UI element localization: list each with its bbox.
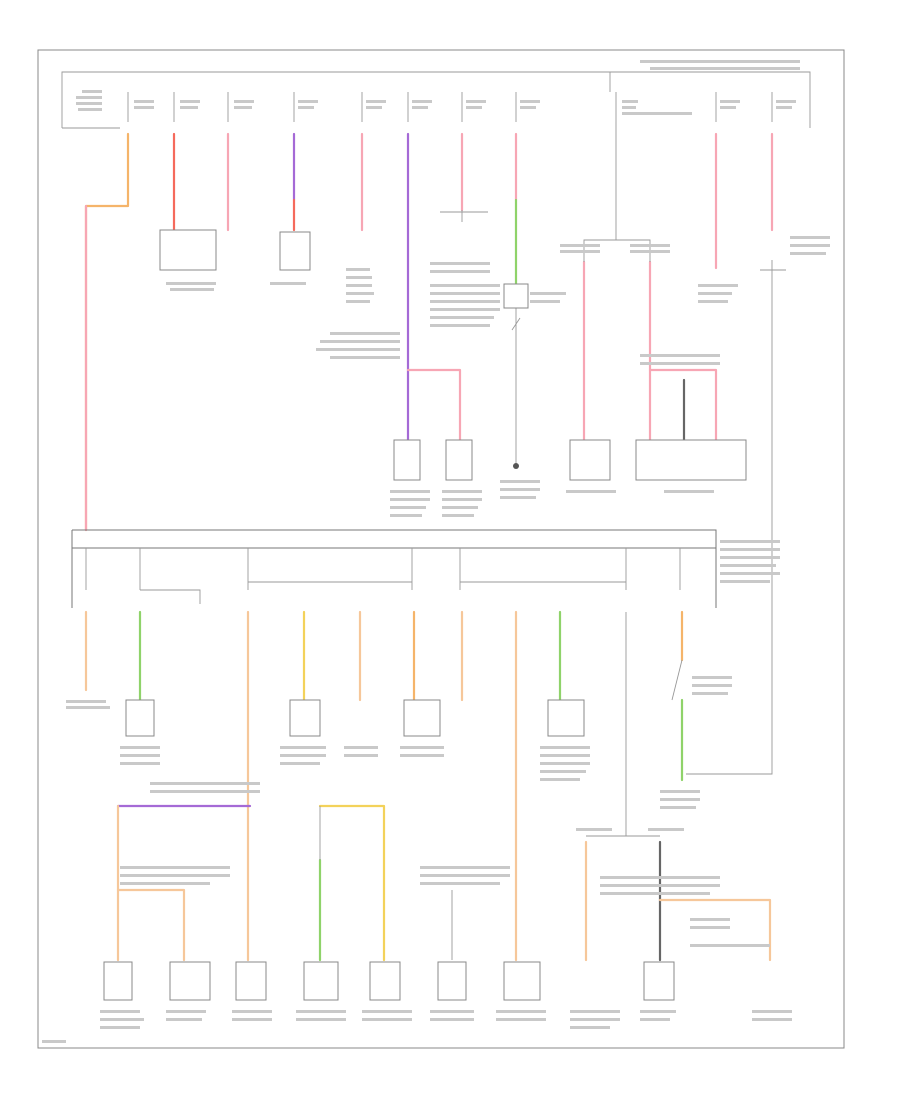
top-components — [159, 211, 830, 517]
wire-peach-n2 — [658, 898, 772, 962]
middle-thin-wires — [319, 612, 683, 960]
wire-peach-k2 — [116, 888, 186, 962]
bottom-components — [42, 961, 792, 1043]
middle-components — [66, 676, 770, 947]
top-fuse-symbols — [62, 92, 773, 129]
wire-pink-9b — [648, 368, 718, 442]
top-wires — [84, 132, 774, 532]
wire-yellow-l — [318, 804, 386, 962]
middle-wires — [84, 610, 772, 962]
wire-orange-main — [84, 132, 130, 532]
top-right-label — [640, 60, 800, 70]
top-thin-wires — [461, 122, 773, 775]
diagram-border — [37, 49, 845, 1049]
ip-fuse-box — [71, 529, 780, 608]
underhood-fuse-box-top — [61, 71, 811, 128]
top-fuse-labels — [76, 90, 796, 115]
wire-pink-5b — [406, 368, 462, 442]
